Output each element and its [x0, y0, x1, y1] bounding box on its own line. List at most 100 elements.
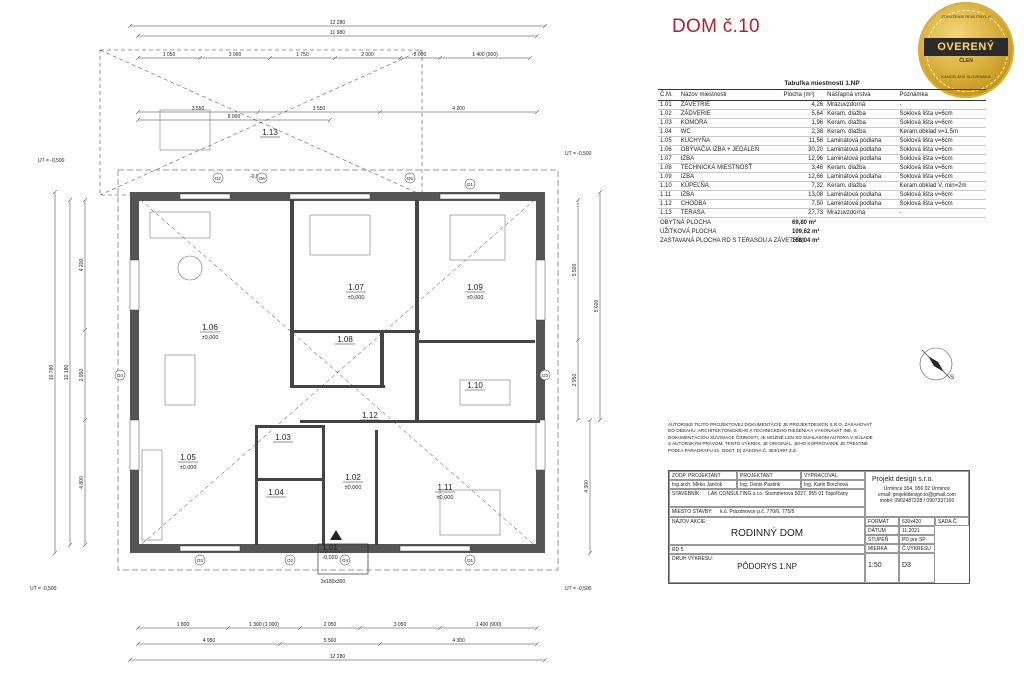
table-cell: 1.12 — [658, 199, 679, 209]
table-cell: ZÁDVERIE — [678, 109, 782, 119]
dim-top-terrace-tick — [135, 109, 141, 115]
table-cell: TERASA — [678, 208, 782, 218]
room-number-label: 1.05 — [180, 453, 196, 462]
axis-bubble — [464, 554, 476, 566]
room-number-label: 1.03 — [275, 433, 291, 442]
entrance-arrow — [330, 530, 342, 540]
table-cell: OBÝVAČIA IZBA + JEDÁLEŇ — [678, 145, 782, 155]
table-cell: Laminátová podlaha — [825, 154, 898, 164]
level-mark: UT = -0,500 — [565, 151, 592, 157]
axis-bubble — [284, 554, 296, 566]
table-cell: Soklová lišta v=6cm — [897, 136, 986, 146]
terrace-table — [159, 109, 211, 151]
dim-top-detail-tick — [437, 55, 443, 61]
window — [129, 419, 140, 471]
stupen-value: PD pre SP — [899, 535, 935, 544]
dim-left-inner-label: 10 180 — [64, 365, 70, 381]
table-cell: Keram. dlažba — [825, 163, 898, 173]
table-cell: KUCHYŇA — [678, 136, 782, 146]
table-cell: Soklová lišta v=6cm — [897, 163, 986, 173]
interior-wall — [290, 385, 385, 388]
table-cell: Keram. dlažba — [825, 118, 898, 128]
axis-bubble-label: D3 — [197, 558, 203, 563]
axis-bubble — [404, 172, 416, 184]
copyright-notice: Autorské tejto projektovej dokumentácie … — [668, 422, 873, 453]
table-cell: 1.08 — [658, 163, 679, 173]
dim-right-lower-tick — [587, 417, 593, 423]
axis-bubble — [194, 554, 206, 566]
dim-bottom-detail-label: 3 050 — [394, 622, 407, 628]
exterior-wall — [130, 544, 545, 553]
room-level-label: -0,020 — [322, 555, 338, 561]
stavebnik-label: STAVEBNÍK: — [672, 491, 701, 497]
dim-left-detail-tick — [82, 327, 88, 333]
table-cell: Laminátová podlaha — [825, 136, 898, 146]
room-table-caption: Tabuľka miestností 1.NP — [784, 80, 860, 87]
room-number-label: 1.07 — [348, 283, 364, 292]
cvyk-label: Č.VÝKRESU — [899, 544, 935, 553]
room-number-label: 1.13 — [262, 128, 278, 137]
room-level-label: ±0,000 — [467, 295, 484, 301]
interior-wall — [255, 425, 258, 545]
axis-bubble — [339, 554, 351, 566]
axis-bubble-label: D1 — [467, 182, 473, 187]
druh-row: DRUH VÝKRESU: PÔDORYS 1.NP — [669, 554, 865, 583]
dim-bottom-detail-tick — [357, 625, 363, 631]
dim-top-detail-tick — [332, 55, 338, 61]
dim-right-detail-label: 2 950 — [572, 374, 578, 387]
table-cell: - — [897, 100, 986, 110]
stupen-label: STUPEŇ — [865, 535, 899, 544]
dim-left-total-tick — [52, 189, 58, 195]
dim-right-lower-tick — [587, 550, 593, 556]
dim-bottom-detail-tick — [225, 625, 231, 631]
dim-bottom-total-tick — [127, 657, 133, 663]
table-cell: KOMORA — [678, 118, 782, 128]
dim-right-detail-tick — [575, 197, 581, 203]
table-cell: 1.11 — [658, 190, 679, 200]
dim-bottom-detail-label: 2 050 — [324, 622, 337, 628]
room-level-label: ±0,000 — [348, 295, 365, 301]
axis-bubble-label: D5 — [407, 176, 413, 181]
interior-wall — [415, 200, 419, 420]
dim-top-8000-tick — [135, 117, 141, 123]
stavebnik-row: STAVEBNÍK: LAK CONSULTING s.r.o. Stummer… — [669, 489, 865, 507]
window — [289, 193, 371, 200]
table-cell: Soklová lišta v=6cm — [897, 154, 986, 164]
zodp-name: Ing.arch. Mirko Jančok — [669, 480, 737, 489]
bathtub — [459, 379, 511, 406]
axis-bubble — [114, 369, 126, 381]
druh-label: DRUH VÝKRESU: — [672, 556, 714, 562]
table-cell: Keram.obklad V, min=2m — [897, 181, 986, 191]
room-schedule-table: Tabuľka miestností 1.NP Č.M.Názov miestn… — [658, 80, 986, 218]
bed — [309, 214, 371, 256]
north-label: S — [950, 375, 955, 381]
rd-cell: RD 5 — [669, 545, 865, 554]
datum-label: DÁTUM — [865, 526, 899, 535]
window — [179, 193, 231, 200]
dim-top-8000-tick — [327, 117, 333, 123]
akcia-value: RODINNÝ DOM — [730, 528, 804, 539]
table-cell: 27,73 — [781, 208, 826, 218]
table-cell: ZÁVETRIE — [678, 100, 782, 110]
dim-right-lower-label: 4 300 — [584, 480, 590, 493]
level-mark: UT = -0,500 — [30, 586, 57, 592]
cvyk-value: D3 — [899, 553, 935, 583]
stavebnik-value: LAK CONSULTING s.r.o. Stummerova 5027, 9… — [708, 491, 849, 497]
badge-main-label: OVERENÝ — [924, 38, 1008, 56]
room-level-label: ±0,000 — [202, 335, 219, 341]
interior-wall — [380, 330, 384, 385]
dim-top-terrace-label: 3 550 — [313, 106, 326, 112]
dim-top-detail-tick — [197, 55, 203, 61]
akcia-label: NÁZOV AKCIE: — [672, 519, 707, 525]
table-cell: Laminátová podlaha — [825, 145, 898, 155]
room-number-label: 1.12 — [362, 411, 378, 420]
dim-right-detail-tick — [575, 337, 581, 343]
kitchen-counter — [141, 449, 163, 541]
dim-left-detail-tick — [82, 197, 88, 203]
dim-left-total-tick — [52, 550, 58, 556]
